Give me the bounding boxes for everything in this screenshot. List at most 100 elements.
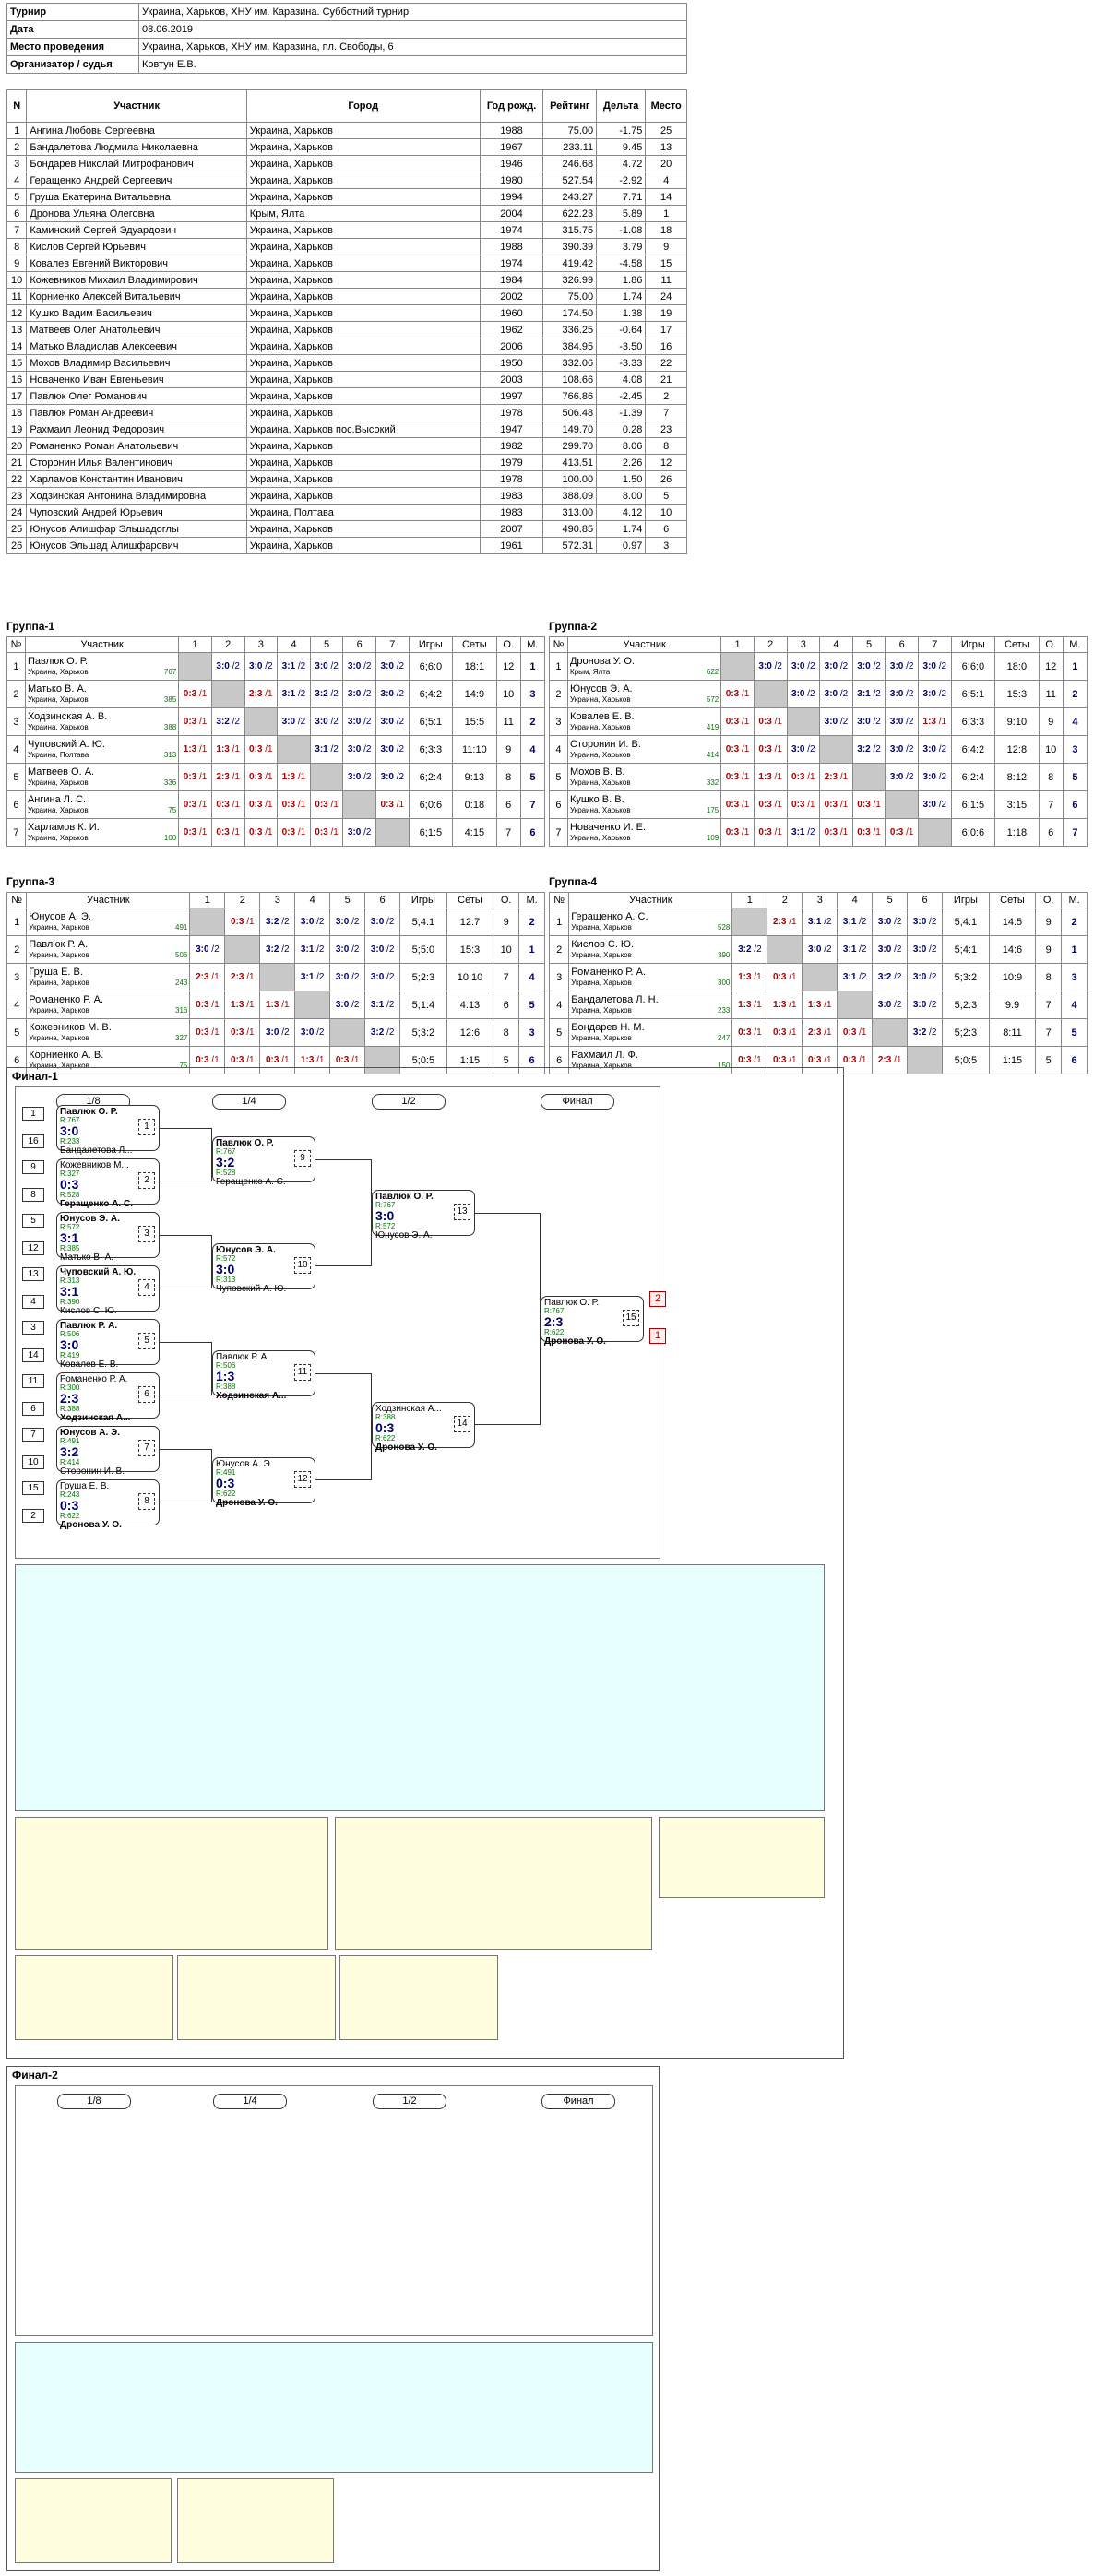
match-points: /1	[196, 689, 208, 699]
participant-cell: Кожевников Михаил Владимирович	[26, 271, 247, 289]
group-points: 6	[1038, 818, 1064, 847]
group-result-cell: 3:0 /2	[819, 707, 853, 736]
player-city: Крым, Ялта	[569, 667, 611, 676]
match-points: /1	[935, 717, 947, 727]
match-points: /1	[903, 827, 914, 837]
match-score: 3:0	[265, 1027, 279, 1038]
group-col-no: №	[548, 892, 570, 908]
group-sets: 12:6	[446, 1018, 494, 1047]
participant-cell: Павлюк Роман Андреевич	[26, 404, 247, 421]
group-result-cell: 0:3 /1	[720, 790, 755, 819]
participant-cell: Украина, Харьков	[245, 487, 481, 505]
match-points: /1	[751, 1000, 762, 1010]
match-points: /1	[229, 772, 240, 782]
match-points: /2	[771, 661, 782, 671]
group-player-no: 1	[6, 652, 26, 681]
player-city: Украина, Харьков	[29, 1005, 89, 1015]
match-player-a: Павлюк Р. А.	[216, 1352, 270, 1362]
match-points: /2	[361, 744, 372, 754]
participant-cell: 315.75	[542, 221, 598, 239]
match-score: 3:1	[807, 917, 822, 927]
participant-cell: 2	[6, 138, 28, 156]
participant-cell: 1946	[479, 155, 544, 172]
player-name: Харламов К. И.	[27, 821, 100, 833]
match-score: 0:3	[807, 1055, 822, 1065]
group-sets: 10:9	[988, 963, 1037, 991]
round-caption: 1/4	[212, 1094, 286, 1110]
group-result-cell: 3:0 /2	[872, 991, 909, 1019]
group-col-opponent: 5	[329, 892, 366, 908]
round-caption: 1/8	[57, 2094, 131, 2109]
group-games: 6;0:6	[408, 790, 454, 819]
participant-cell: 2007	[479, 520, 544, 538]
participant-cell: 1	[645, 205, 687, 222]
participant-cell: -2.45	[596, 387, 647, 405]
group-col-opponent: 6	[907, 892, 944, 908]
match-points: /2	[327, 661, 339, 671]
participant-cell: 22	[645, 354, 687, 372]
bracket-line	[160, 1128, 212, 1181]
participant-cell: -2.92	[596, 172, 647, 189]
group-player-no: 6	[549, 790, 568, 819]
participant-cell: 23	[6, 487, 28, 505]
seed-number: 15	[22, 1481, 44, 1495]
match-score: 3:1	[842, 917, 857, 927]
group-place: 3	[519, 680, 546, 708]
match-points: /2	[384, 1000, 395, 1010]
match-player-a: Павлюк О. Р.	[375, 1192, 434, 1202]
match-points: /2	[361, 661, 372, 671]
match-score: 3:2	[315, 689, 328, 699]
match-number: 15	[623, 1310, 639, 1326]
player-rating: 100	[163, 833, 177, 842]
match-player-b: Дронова У. О.	[544, 1336, 606, 1347]
match-player-b: Сторонин И. В.	[60, 1466, 125, 1477]
match-score: 1:3	[773, 1000, 787, 1010]
match-points: /1	[208, 1000, 220, 1010]
group-result-cell: 0:3 /1	[851, 818, 886, 847]
match-score: 3:0	[196, 944, 209, 955]
participant-cell: 1974	[479, 255, 544, 272]
match-score: 3:2	[216, 717, 230, 727]
round-caption: 1/2	[373, 2094, 446, 2109]
participant-cell: 1997	[479, 387, 544, 405]
participant-cell: 24	[6, 504, 28, 521]
match-points: /2	[856, 944, 867, 955]
match-score: 3:1	[842, 944, 857, 955]
group-points: 11	[495, 707, 521, 736]
group-result-cell: 3:1 /2	[837, 963, 874, 991]
group-place: 4	[518, 963, 545, 991]
group-result-cell: 3:2 /2	[259, 908, 296, 936]
group-result-cell: 0:3 /1	[753, 790, 788, 819]
seed-number: 8	[22, 1188, 44, 1202]
participant-cell: Мохов Владимир Васильевич	[26, 354, 247, 372]
match-score: 2:3	[877, 1055, 892, 1065]
group-result-cell: 0:3 /1	[786, 763, 821, 791]
group-place: 1	[519, 652, 546, 681]
participant-cell: 3	[645, 537, 687, 554]
group-place: 1	[1061, 935, 1088, 964]
match-score: 3:0	[758, 661, 772, 671]
participant-cell: 490.85	[542, 520, 598, 538]
match-score: 3:0	[335, 917, 350, 927]
match-score: 2:3	[216, 772, 230, 782]
match-points: /2	[935, 772, 947, 782]
group-player-no: 7	[549, 818, 568, 847]
group-result-cell: 3:0 /2	[329, 908, 366, 936]
match-score: 3:0	[791, 744, 805, 754]
group-result-cell: 3:0 /2	[918, 763, 952, 791]
group-player-no: 4	[549, 735, 568, 764]
group-result-cell: 3:0 /2	[189, 935, 226, 964]
participant-cell: Украина, Харьков	[245, 122, 481, 139]
participant-cell: Бондарев Николай Митрофанович	[26, 155, 247, 172]
